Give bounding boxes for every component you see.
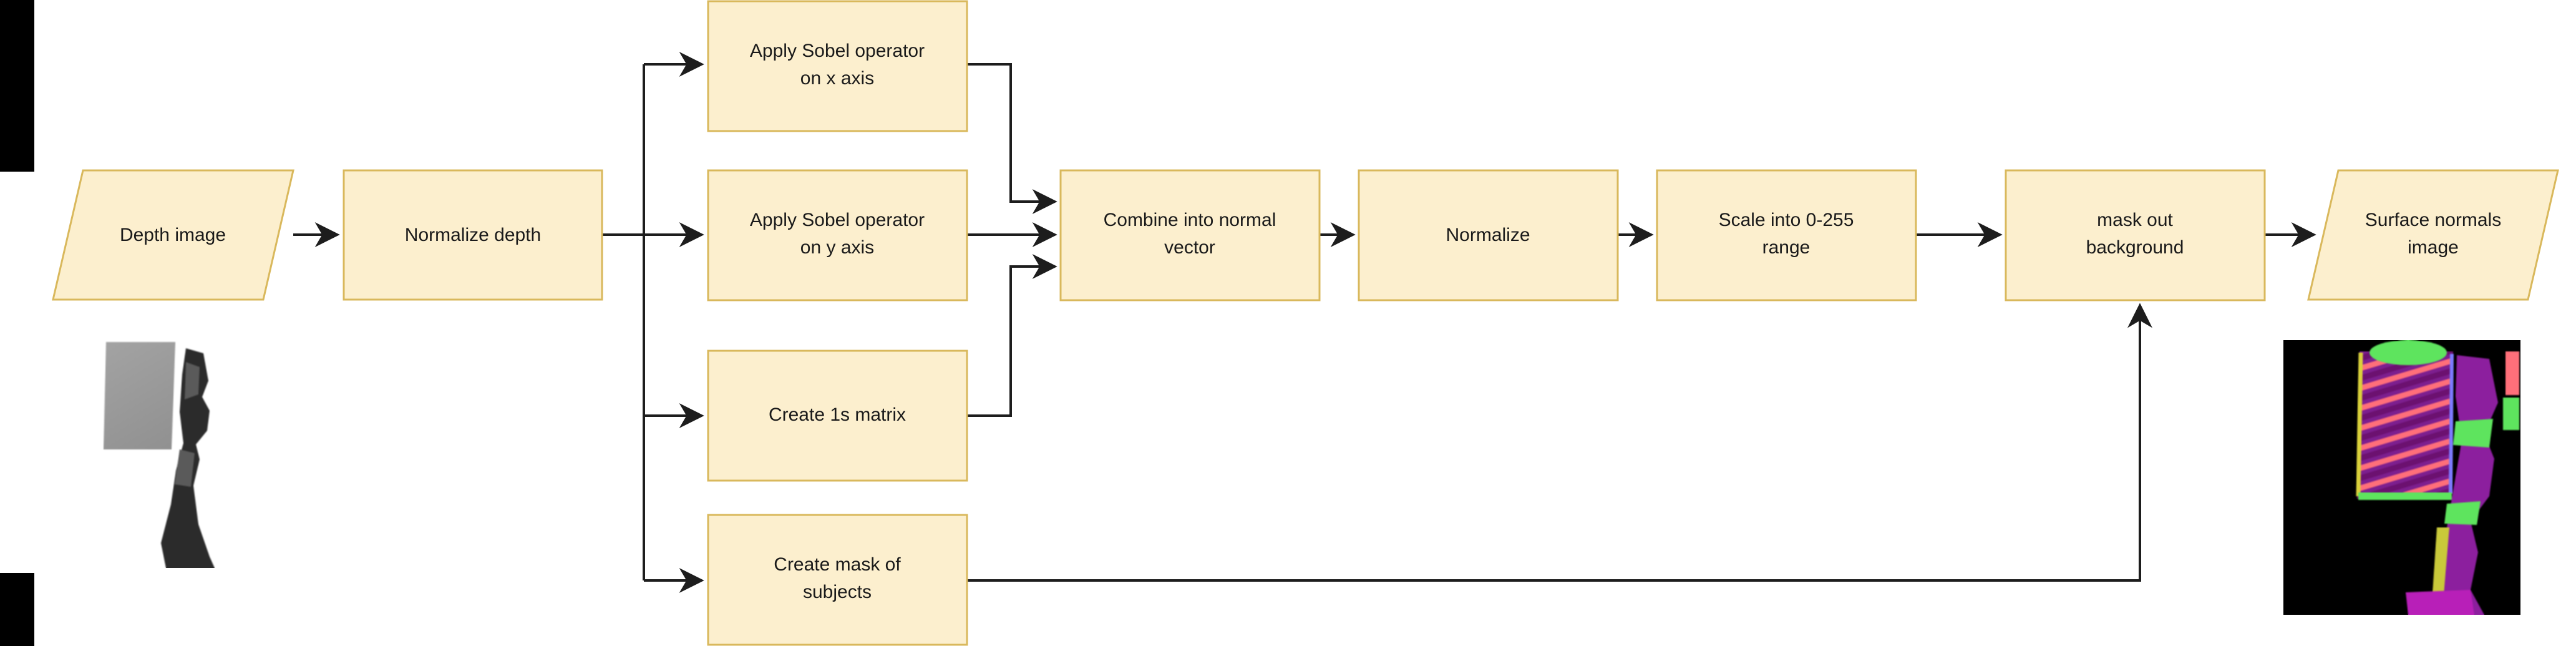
depth-image-label: Depth image <box>120 225 226 245</box>
node-surface-normals[interactable]: Surface normals image <box>2307 169 2559 301</box>
surface-normals-label-line2: image <box>2408 237 2459 258</box>
mask-out-background-label-line2: background <box>2086 237 2184 258</box>
sobel-x-shape <box>707 0 968 132</box>
node-sobel-y[interactable]: Apply Sobel operator on y axis <box>707 169 968 301</box>
mask-subjects-shape <box>707 514 968 646</box>
node-depth-image[interactable]: Depth image <box>52 169 294 301</box>
mask-out-background-shape <box>2005 169 2266 301</box>
node-sobel-x[interactable]: Apply Sobel operator on x axis <box>707 0 968 132</box>
scale-0-255-label-line1: Scale into 0-255 <box>1719 210 1854 230</box>
normalize-depth-shape <box>343 169 603 301</box>
node-layer: Depth image Normalize depth Apply Sobel … <box>52 0 2559 646</box>
scale-0-255-shape <box>1656 169 1917 301</box>
edge-ones-to-combine <box>967 254 1057 417</box>
node-mask-subjects[interactable]: Create mask of subjects <box>707 514 968 646</box>
surface-normals-image-preview <box>2283 340 2520 615</box>
sobel-x-label-line1: Apply Sobel operator <box>750 41 925 61</box>
combine-normal-label-line2: vector <box>1164 237 1215 258</box>
mask-subjects-label-line2: subjects <box>803 582 872 602</box>
scale-0-255-label-line2: range <box>1762 237 1810 258</box>
node-ones-matrix[interactable]: Create 1s matrix <box>707 350 968 482</box>
mask-out-background-label-line1: mask out <box>2097 210 2173 230</box>
combine-normal-label-line1: Combine into normal <box>1104 210 1276 230</box>
node-combine-normal[interactable]: Combine into normal vector <box>1059 169 1321 301</box>
normalize-label: Normalize <box>1446 225 1530 245</box>
node-mask-out-background[interactable]: mask out background <box>2005 169 2266 301</box>
edge-mask-to-maskout <box>967 303 2152 582</box>
combine-normal-shape <box>1059 169 1321 301</box>
surface-normals-shape <box>2307 169 2559 301</box>
depth-image-shape <box>52 169 294 301</box>
node-scale-0-255[interactable]: Scale into 0-255 range <box>1656 169 1917 301</box>
sobel-x-label-line2: on x axis <box>800 68 874 89</box>
node-normalize-depth[interactable]: Normalize depth <box>343 169 603 301</box>
ones-matrix-shape <box>707 350 968 482</box>
edge-layer <box>293 52 2316 593</box>
depth-image-preview <box>92 337 217 568</box>
sobel-y-label-line1: Apply Sobel operator <box>750 210 925 230</box>
surface-normals-label-line1: Surface normals <box>2365 210 2501 230</box>
black-band-bottom-left <box>0 573 34 646</box>
ones-matrix-label: Create 1s matrix <box>769 404 906 425</box>
sobel-y-shape <box>707 169 968 301</box>
edge-sobelx-to-combine <box>967 63 1057 214</box>
normalize-shape <box>1358 169 1619 301</box>
black-band-top-left <box>0 0 34 172</box>
normalize-depth-label: Normalize depth <box>405 225 541 245</box>
mask-subjects-label-line1: Create mask of <box>774 554 901 575</box>
sobel-y-label-line2: on y axis <box>800 237 874 258</box>
node-normalize[interactable]: Normalize <box>1358 169 1619 301</box>
